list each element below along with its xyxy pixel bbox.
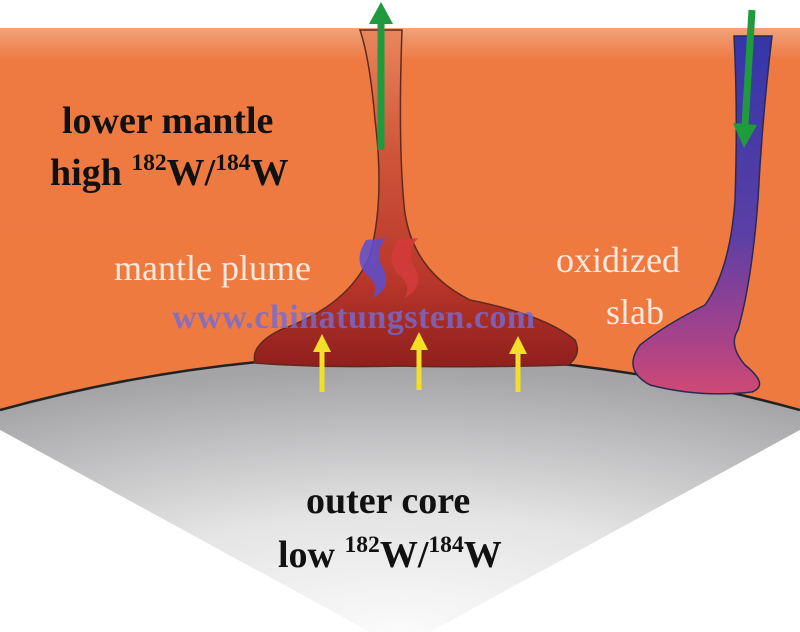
ratio-isotope-182: 182: [131, 150, 167, 177]
oxidized-label: oxidized: [556, 240, 680, 280]
high-text: high: [50, 152, 132, 194]
core-ratio-element-2: W: [463, 534, 502, 576]
core-ratio-isotope-184: 184: [428, 532, 464, 559]
mantle-plume-shape: [253, 29, 579, 368]
heat-arrow-1-icon: [313, 334, 331, 352]
right-white-area: [430, 430, 800, 632]
outer-core-ratio: low 182W/184W: [278, 532, 502, 578]
plume-rise-arrow-icon: [369, 2, 393, 24]
ratio-element-1: W/: [166, 152, 216, 194]
outer-core-label: outer core: [306, 480, 470, 524]
lower-mantle-label: lower mantle: [62, 100, 273, 144]
slab-sink-arrow-icon: [733, 123, 757, 148]
core-ratio-isotope-182: 182: [344, 532, 380, 559]
lower-mantle-title: lower mantle: [62, 100, 274, 142]
low-text: low: [278, 534, 345, 576]
ratio-element-2: W: [250, 152, 289, 194]
outer-core-title: outer core: [306, 480, 471, 522]
watermark-text: www.chinatungsten.com: [172, 299, 536, 336]
mantle-plume-label: mantle plume: [114, 248, 311, 288]
slab-sink-arrow-shaft: [741, 9, 756, 127]
left-white-area: [0, 430, 370, 632]
watermark-logo: [359, 238, 419, 298]
core-ratio-element-1: W/: [379, 534, 429, 576]
slab-label: slab: [606, 292, 664, 332]
core-heat-arrows: [313, 332, 527, 392]
heat-arrow-3-icon: [509, 336, 527, 354]
lower-mantle-ratio: high 182W/184W: [50, 150, 289, 196]
ratio-isotope-184: 184: [215, 150, 251, 177]
outer-core-region: [0, 355, 800, 632]
heat-arrow-2-icon: [410, 332, 428, 350]
